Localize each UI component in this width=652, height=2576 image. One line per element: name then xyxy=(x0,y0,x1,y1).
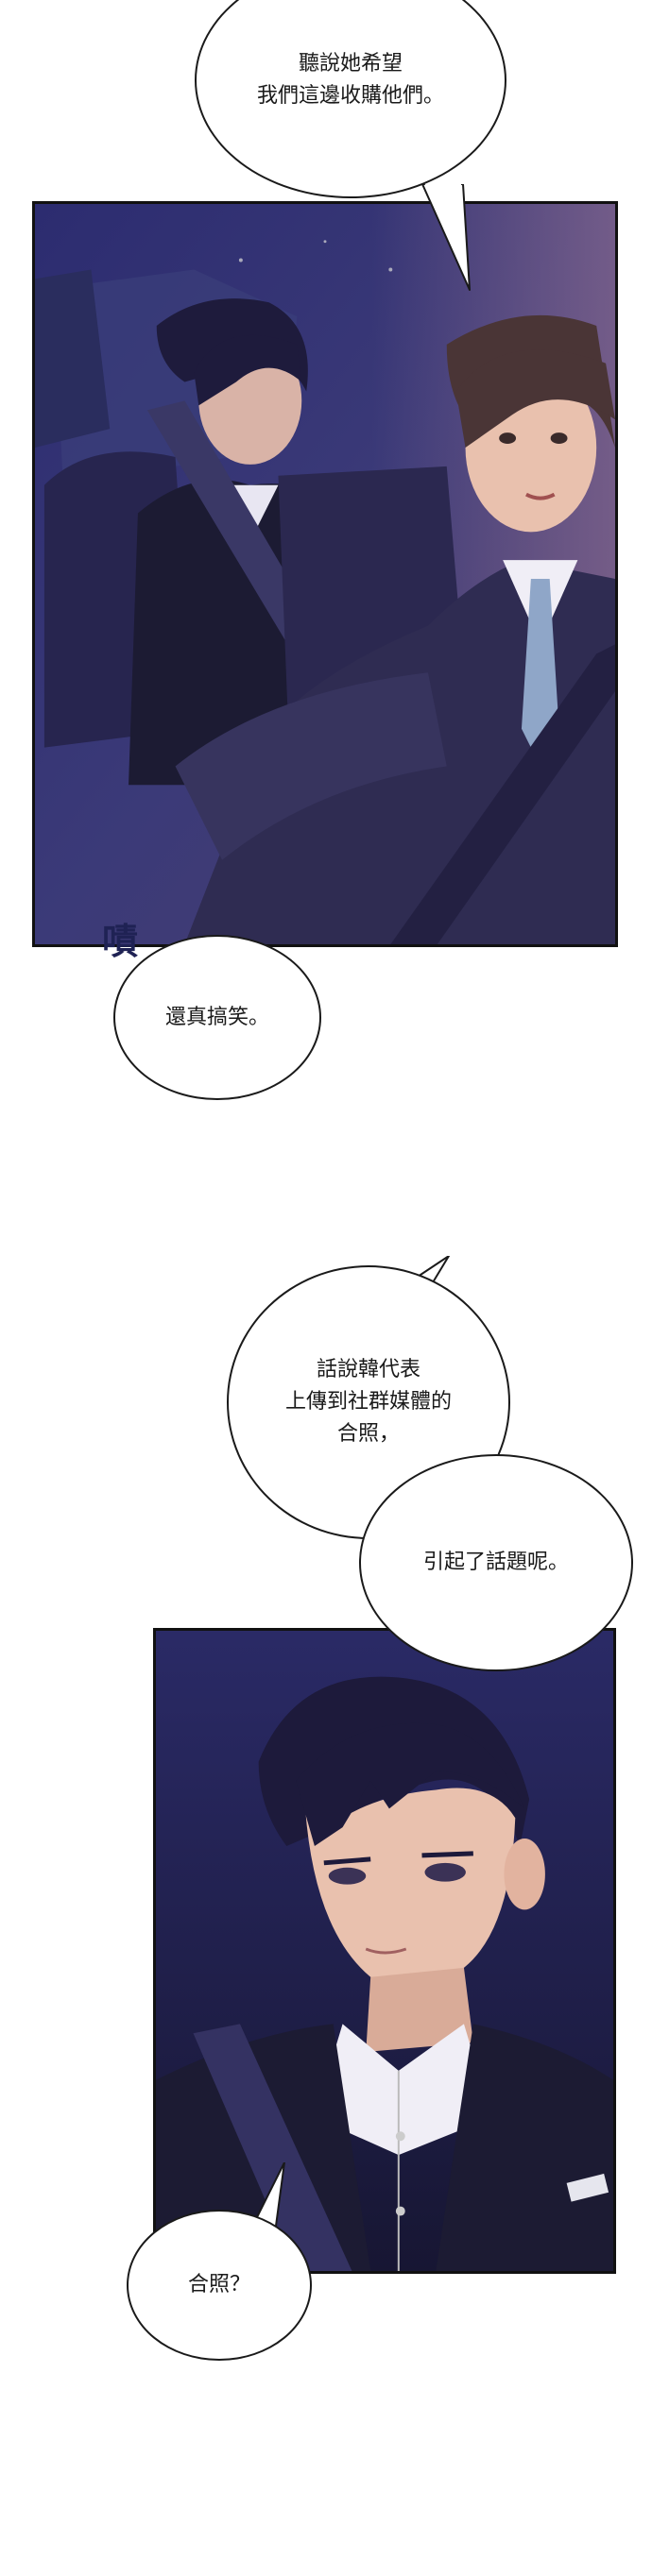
speech-text: 引起了話題呢。 xyxy=(422,1551,569,1574)
bubble-tail xyxy=(421,184,471,291)
panel-closeup xyxy=(153,1628,616,2274)
closeup-illustration xyxy=(156,1631,613,2271)
speech-text: 聽說她希望 我們這邊收購他們。 xyxy=(256,52,444,108)
panel-car-scene xyxy=(32,201,618,947)
speech-bubble-photo-post: 話說韓代表 上傳到社群媒體的 合照， xyxy=(227,1265,510,1539)
speech-bubble-acquisition: 聽說她希望 我們這邊收購他們。 xyxy=(195,0,506,198)
car-scene-illustration xyxy=(35,204,615,944)
speech-bubble-ridiculous: 還真搞笑。 xyxy=(113,935,321,1100)
speech-text: 合照？ xyxy=(187,2273,250,2296)
speech-text: 還真搞笑。 xyxy=(164,1005,269,1029)
speech-bubble-photo-question: 合照？ xyxy=(127,2210,312,2361)
sfx-tsk: 嘖 xyxy=(102,920,139,962)
speech-bubble-caused-buzz: 引起了話題呢。 xyxy=(359,1454,633,1671)
speech-text: 話說韓代表 上傳到社群媒體的 合照， xyxy=(284,1358,452,1446)
